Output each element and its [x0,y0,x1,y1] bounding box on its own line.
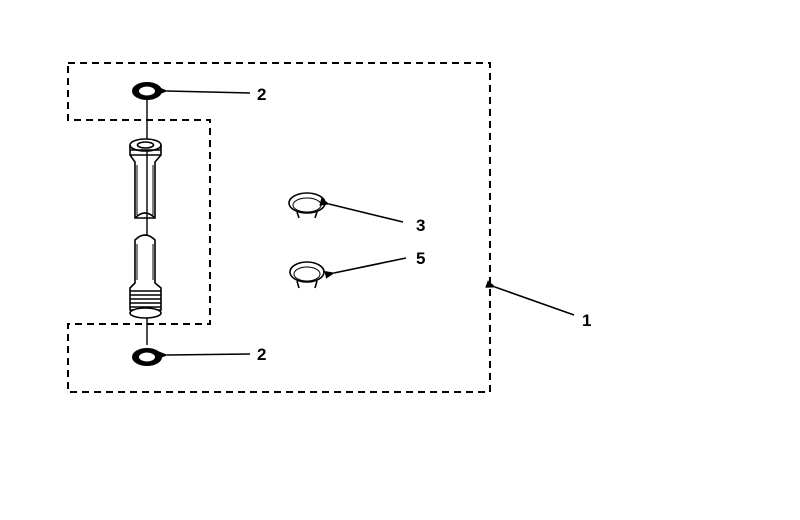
leader-line-washer-top [157,86,251,95]
washer-top-icon [132,82,162,100]
callout-kit-outline: 1 [582,311,591,330]
leader-line-clamp-upper [319,197,404,223]
hose-upper-end-icon [129,138,162,219]
kit-outline-boundary [67,62,491,393]
callout-washer-top: 2 [257,85,266,104]
washer-bottom-icon [132,348,162,366]
callout-clamp-upper: 3 [416,216,425,235]
leader-line-washer-bottom [157,351,251,360]
hose-clamp-lower-icon [289,261,325,289]
leader-line-kit-outline [485,280,575,316]
leader-line-clamp-lower [324,257,407,279]
hose-lower-end-icon [129,234,162,319]
hose-clamp-upper-icon [288,192,326,219]
callout-washer-bottom: 2 [257,345,266,364]
callout-clamp-lower: 5 [416,249,425,268]
